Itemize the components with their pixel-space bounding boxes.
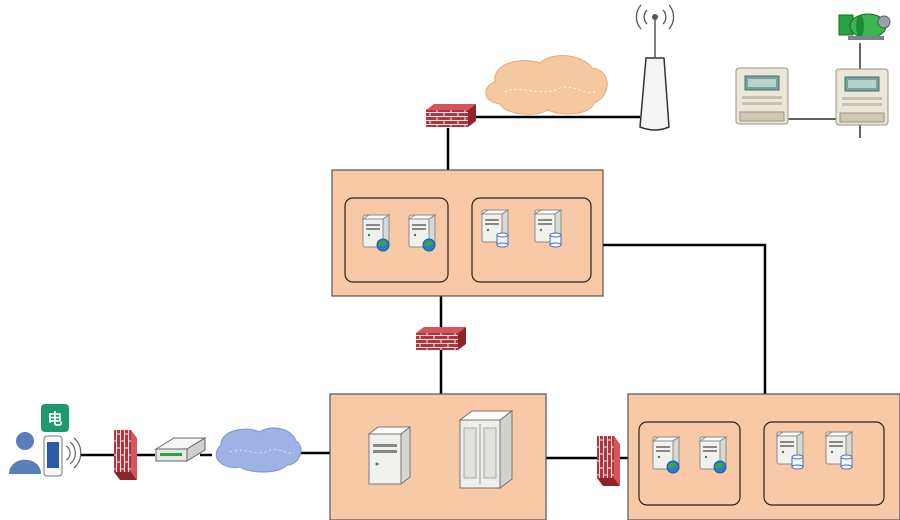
database-server-icon xyxy=(777,432,803,469)
zone-top xyxy=(331,169,604,297)
cloud-icon xyxy=(215,427,302,473)
zone-center xyxy=(329,393,547,520)
web-server-icon xyxy=(653,437,679,473)
user-icon xyxy=(9,432,41,474)
database-server-icon xyxy=(826,432,852,469)
web-server-icon xyxy=(363,215,389,251)
zone-right xyxy=(627,393,900,520)
electric-meter-icon xyxy=(835,68,889,126)
water-pump-icon xyxy=(838,13,891,40)
web-server-icon xyxy=(700,437,726,473)
firewall-icon xyxy=(114,430,137,480)
cloud-icon xyxy=(485,55,608,115)
switch-icon xyxy=(154,437,207,462)
server-icon xyxy=(367,425,412,486)
smartphone-icon xyxy=(43,435,82,477)
electric-meter-icon xyxy=(735,67,789,125)
firewall-icon xyxy=(416,327,466,350)
mainframe-icon xyxy=(458,410,514,489)
cell-tower-icon xyxy=(635,4,675,131)
firewall-icon xyxy=(426,104,476,127)
link-top-zone-right-zone xyxy=(603,243,767,394)
app-icon-label: 电 xyxy=(47,410,62,428)
firewall-icon xyxy=(597,436,620,486)
database-server-icon xyxy=(482,210,508,247)
database-server-icon xyxy=(535,210,561,247)
app-icon: 电 xyxy=(41,404,69,432)
web-server-icon xyxy=(409,215,435,251)
